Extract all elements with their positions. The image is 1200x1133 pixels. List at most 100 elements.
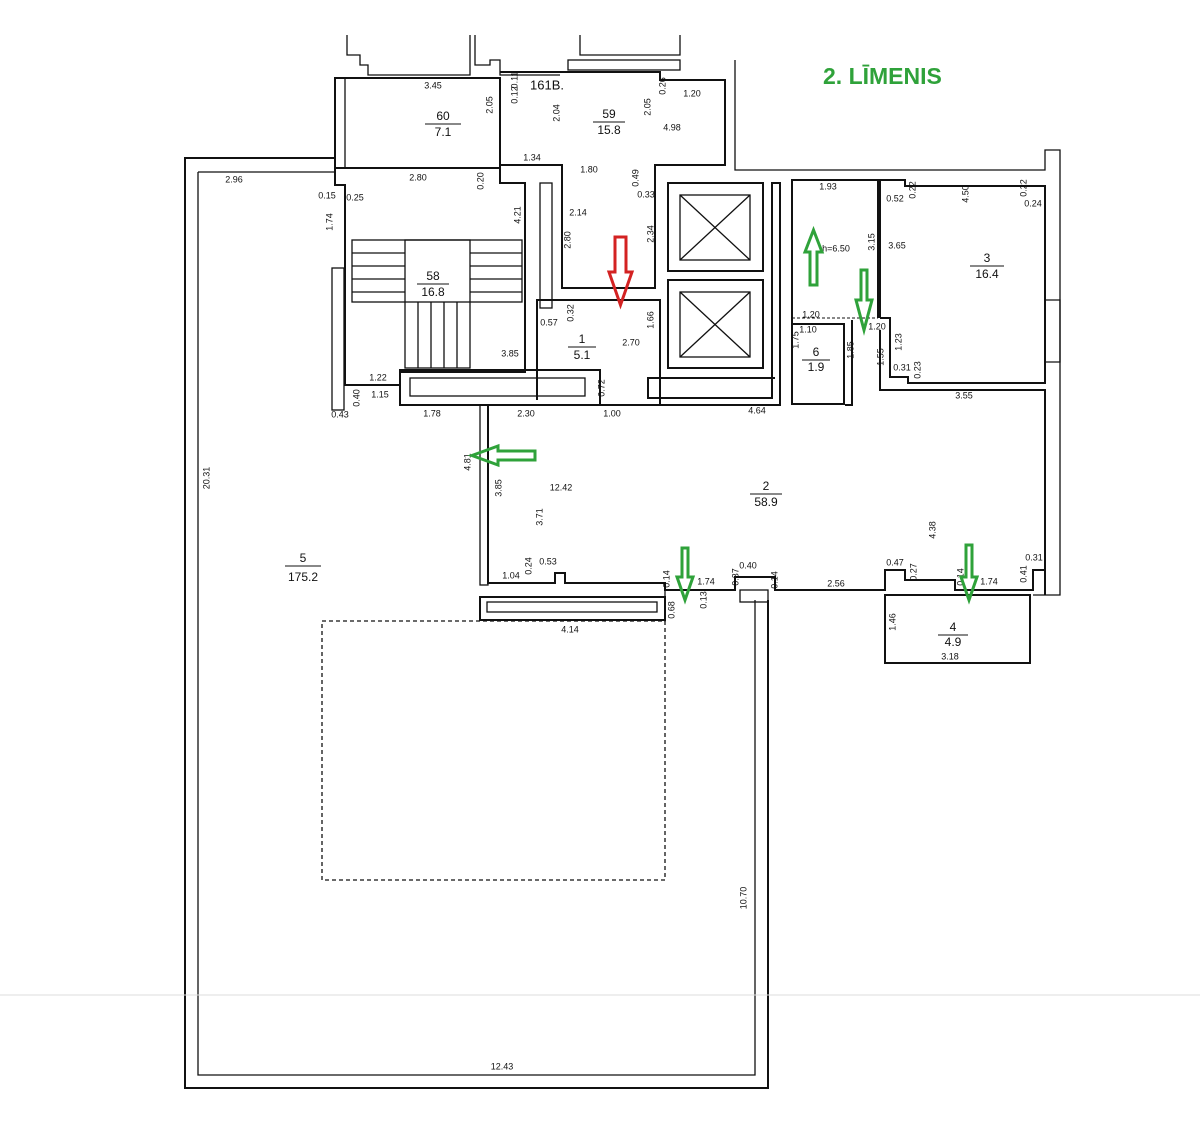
dimension-label: 1.55 xyxy=(875,348,885,366)
dimension-label: 0.20 xyxy=(475,172,485,190)
dimension-label: 0.14 xyxy=(661,570,671,588)
dimension-label: 1.74 xyxy=(697,576,715,586)
dimension-label: 2.04 xyxy=(551,104,561,122)
dimension-label: 0.25 xyxy=(346,192,364,202)
dimension-label: 2.70 xyxy=(622,337,640,347)
dimension-label: 1.80 xyxy=(580,164,598,174)
dimension-label: 1.22 xyxy=(369,372,387,382)
dimension-label: 0.27 xyxy=(908,563,918,581)
dimension-label: 2.80 xyxy=(409,172,427,182)
down-arrow-icon xyxy=(958,543,980,605)
dimension-label: 4.38 xyxy=(927,521,937,539)
dashed-outline xyxy=(321,620,666,881)
dimension-label: 0.53 xyxy=(539,556,557,566)
svg-text:4.9: 4.9 xyxy=(945,635,962,649)
room-60-label: 607.1 xyxy=(425,109,461,139)
svg-text:6: 6 xyxy=(813,345,820,359)
dimension-label: 3.45 xyxy=(424,80,442,90)
svg-text:5.1: 5.1 xyxy=(574,348,591,362)
dimension-label: 1.93 xyxy=(819,181,837,191)
down-arrow-icon xyxy=(674,546,696,605)
svg-text:175.2: 175.2 xyxy=(288,570,318,584)
left-arrow-icon xyxy=(467,443,537,468)
svg-text:58: 58 xyxy=(426,269,440,283)
dimension-label: 0.72 xyxy=(596,379,606,397)
dimension-label: 3.85 xyxy=(493,479,503,497)
dimension-label: 0.24 xyxy=(1024,198,1042,208)
dimension-label: 0.13 xyxy=(698,591,708,609)
dimension-label: 2.34 xyxy=(645,225,655,243)
room-2-label: 258.9 xyxy=(750,479,782,509)
up-arrow-icon xyxy=(802,225,825,287)
dimension-label: 4.14 xyxy=(561,624,579,634)
dimension-label: 0.47 xyxy=(886,557,904,567)
room-4-label: 44.9 xyxy=(938,620,968,649)
dimension-label: 4.98 xyxy=(663,122,681,132)
dimension-label: 1.04 xyxy=(502,570,520,580)
dimension-label: h=6.50 xyxy=(822,243,850,253)
dimension-label: 1.78 xyxy=(423,408,441,418)
dimension-label: 0.31 xyxy=(1025,552,1043,562)
dimension-label: 12.42 xyxy=(550,482,573,492)
dimension-label: 1.10 xyxy=(799,324,817,334)
dimension-label: 0.14 xyxy=(769,571,779,589)
dimension-label: 1.20 xyxy=(802,309,820,319)
svg-text:1: 1 xyxy=(579,332,586,346)
dimension-label: 161B. xyxy=(530,77,564,92)
dimension-label: 0.37 xyxy=(730,568,740,586)
dimension-label: 0.41 xyxy=(1018,565,1028,583)
dimension-label: 0.43 xyxy=(331,409,349,419)
dimension-label: 3.65 xyxy=(888,240,906,250)
dimension-label: 0.49 xyxy=(630,169,640,187)
entry-arrow-icon xyxy=(606,235,635,310)
dimension-label: 1.46 xyxy=(887,613,897,631)
dimension-label: 2.05 xyxy=(642,98,652,116)
dimension-label: 1.74 xyxy=(980,576,998,586)
room-3-label: 316.4 xyxy=(970,251,1004,281)
svg-text:16.8: 16.8 xyxy=(421,285,445,299)
dimension-label: 10.70 xyxy=(738,887,748,910)
dimension-label: 0.40 xyxy=(739,560,757,570)
dimension-label: 2.30 xyxy=(517,408,535,418)
dimension-label: 0.68 xyxy=(666,601,676,619)
dimension-label: 2.80 xyxy=(562,231,572,249)
dimension-label: 0.57 xyxy=(540,317,558,327)
svg-text:1.9: 1.9 xyxy=(808,360,825,374)
dimension-label: 0.12 xyxy=(509,86,519,104)
dimension-label: 1.00 xyxy=(603,408,621,418)
dimension-label: 0.32 xyxy=(565,304,575,322)
dimension-label: 20.31 xyxy=(201,467,211,490)
dimension-label: 4.21 xyxy=(512,206,522,224)
svg-text:4: 4 xyxy=(950,620,957,634)
dimension-label: 3.18 xyxy=(941,651,959,661)
svg-text:16.4: 16.4 xyxy=(975,267,999,281)
down-arrow-icon xyxy=(854,268,874,336)
dimension-label: 1.74 xyxy=(324,213,334,231)
dimension-label: 0.31 xyxy=(893,362,911,372)
svg-text:2: 2 xyxy=(763,479,770,493)
dimension-label: 4.50 xyxy=(960,185,970,203)
walls xyxy=(0,35,1200,1089)
dimension-label: 1.75 xyxy=(790,331,800,349)
dimension-label: 3.85 xyxy=(501,348,519,358)
svg-text:5: 5 xyxy=(300,551,307,565)
svg-text:3: 3 xyxy=(984,251,991,265)
dimension-label: 4.64 xyxy=(748,405,766,415)
svg-text:15.8: 15.8 xyxy=(597,123,621,137)
dimension-label: 0.15 xyxy=(318,190,336,200)
dimension-label: 0.22 xyxy=(907,181,917,199)
svg-text:58.9: 58.9 xyxy=(754,495,778,509)
dimension-label: 1.20 xyxy=(868,321,886,331)
dimension-label: 1.20 xyxy=(683,88,701,98)
dimension-label: 0.26 xyxy=(657,77,667,95)
dimension-label: 0.23 xyxy=(912,361,922,379)
dimension-label: 2.05 xyxy=(484,96,494,114)
dimension-label: 2.96 xyxy=(225,174,243,184)
dimension-label: 12.43 xyxy=(491,1061,514,1071)
svg-text:7.1: 7.1 xyxy=(435,125,452,139)
svg-text:60: 60 xyxy=(436,109,450,123)
